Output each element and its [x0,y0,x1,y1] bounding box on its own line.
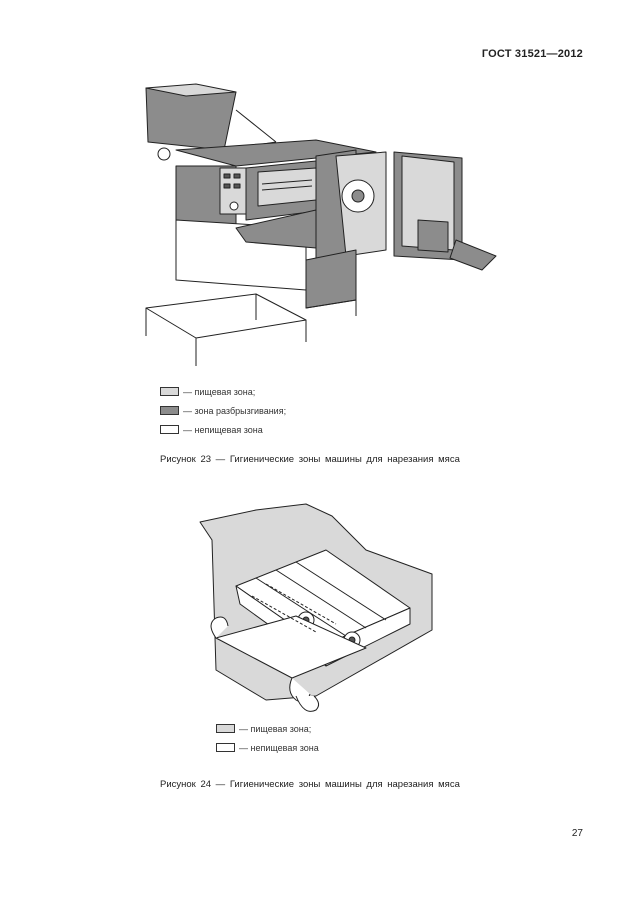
figure-24-caption: Рисунок 24 — Гигиенические зоны машины д… [160,779,460,790]
figure-23-caption: Рисунок 23 — Гигиенические зоны машины д… [160,454,460,465]
legend-label: — непищевая зона [183,424,263,435]
figure-23-legend: — пищевая зона; — зона разбрызгивания; —… [160,382,286,439]
legend-row-food-zone: — пищевая зона; [160,382,286,401]
figure-23-machine-illustration [145,83,497,366]
non-food-zone-swatch [216,743,235,752]
standard-header: ГОСТ 31521—2012 [481,48,583,60]
legend-row-non-food-zone: — непищевая зона [216,738,319,757]
food-zone-swatch [216,724,235,733]
figure-24-legend: — пищевая зона; — непищевая зона [216,719,319,757]
legend-row-non-food-zone: — непищевая зона [160,420,286,439]
page-number: 27 [571,828,583,839]
legend-label: — зона разбрызгивания; [183,405,287,416]
legend-label: — непищевая зона [239,742,319,753]
figure-24-conveyor-illustration [199,503,433,712]
non-food-zone-swatch [160,425,179,434]
legend-label: — пищевая зона; [183,386,256,397]
legend-row-food-zone: — пищевая зона; [216,719,319,738]
legend-label: — пищевая зона; [239,723,312,734]
legend-row-splash-zone: — зона разбрызгивания; [160,401,286,420]
splash-zone-swatch [160,406,179,415]
food-zone-swatch [160,387,179,396]
